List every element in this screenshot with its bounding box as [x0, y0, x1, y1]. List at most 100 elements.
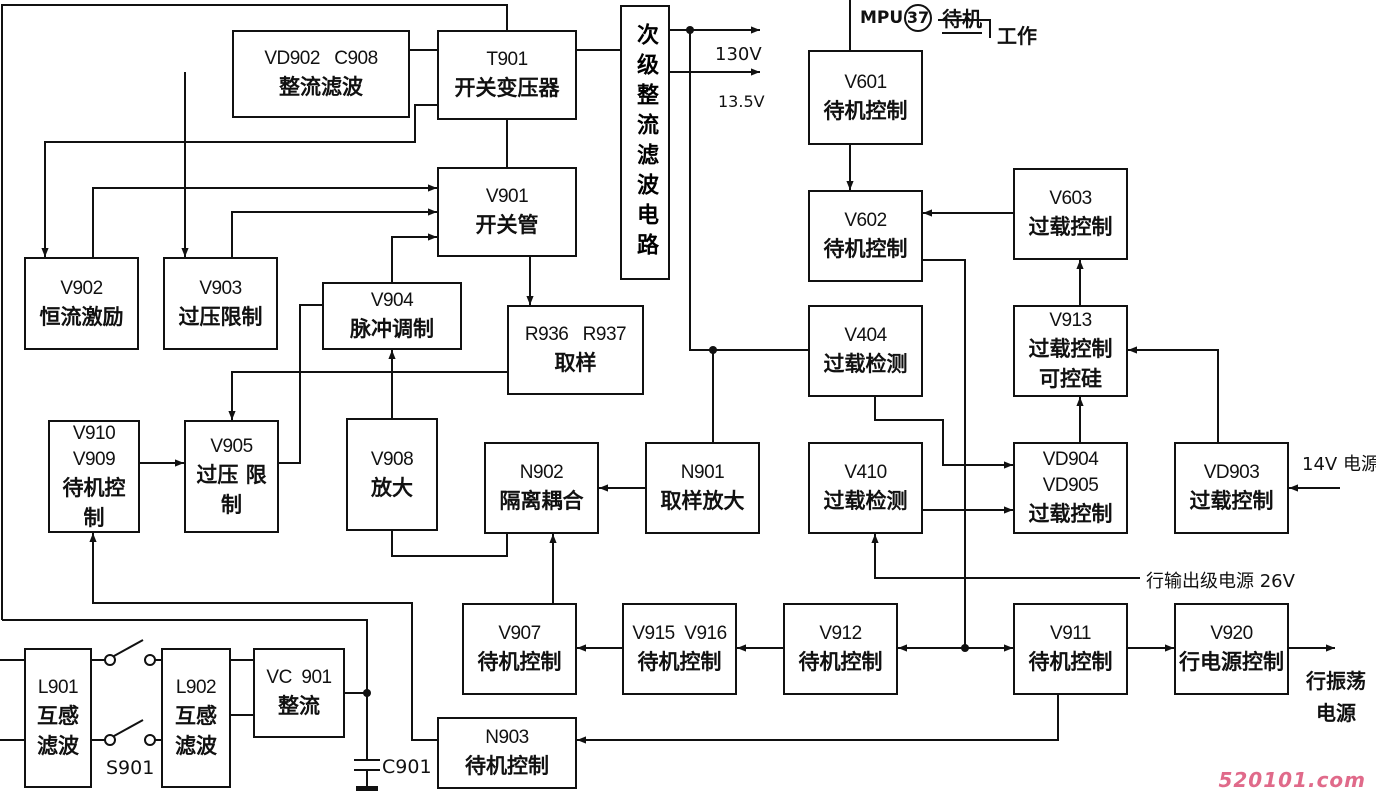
block-code: V902 — [60, 277, 103, 299]
block-code: N902 — [519, 462, 564, 483]
block-name: 待机控制 — [477, 650, 562, 674]
wire-14 — [391, 233, 437, 282]
block-t901: T901 开关变压器 — [437, 30, 577, 120]
block-code: VD903 — [1203, 462, 1260, 483]
wire-33 — [871, 534, 1140, 579]
block-code: V905 — [210, 435, 253, 457]
block-v404: V404 过载检测 — [808, 305, 923, 397]
block-v915: V915 V916 待机控制 — [622, 603, 737, 695]
watermark: 520101.com — [1218, 768, 1366, 792]
block-v601: V601 待机控制 — [808, 50, 923, 145]
block-code: T901 — [486, 49, 528, 70]
block-name: 待机控制 — [1028, 650, 1113, 674]
block-n902: N902 隔离耦合 — [484, 442, 599, 534]
block-code: V912 — [819, 623, 862, 644]
block-name: 待机控制 — [823, 237, 908, 261]
block-code: VC 901 — [266, 667, 332, 688]
block-n903: N903 待机控制 — [437, 717, 577, 789]
block-name: 待机控制 — [465, 754, 549, 778]
wire-47 — [113, 639, 144, 657]
block-code: R936 R937 — [524, 324, 627, 345]
switch-contact — [104, 734, 116, 746]
label-standby: 待机 — [942, 3, 982, 34]
wire-1 — [2, 619, 368, 693]
wire-16 — [228, 371, 507, 420]
switch-contact — [144, 654, 156, 666]
switch-contact — [104, 654, 116, 666]
block-name: 互感 滤波 — [37, 704, 79, 758]
block-name: 隔离耦合 — [499, 489, 584, 513]
block-name: 放大 — [371, 475, 413, 500]
label-line-osc-supply: 电源 — [1316, 701, 1356, 725]
block-code: L902 — [175, 677, 217, 698]
block-v602: V602 待机控制 — [808, 190, 923, 282]
block-name: 过载控制 可控硅 — [1028, 337, 1113, 391]
block-code: V404 — [844, 325, 887, 346]
wire-13 — [231, 208, 437, 257]
wire-55 — [938, 19, 991, 38]
block-l901: L901 互感 滤波 — [24, 648, 92, 788]
block-code: V908 — [370, 448, 414, 470]
block-v912: V912 待机控制 — [783, 603, 898, 695]
wire-48 — [113, 719, 144, 737]
wire-12 — [92, 184, 437, 257]
wire-31 — [874, 397, 1013, 469]
block-name: 待机控制 — [798, 650, 883, 674]
block-code: V602 — [844, 210, 887, 231]
block-code: V601 — [844, 71, 887, 93]
block-name: 待机控制 — [823, 98, 908, 123]
block-code: L901 — [37, 677, 79, 698]
block-code: V410 — [844, 462, 887, 483]
block-code: V903 — [199, 277, 242, 299]
wire-18 — [279, 304, 322, 464]
block-code: V904 — [370, 290, 414, 311]
block-name: 恒流激励 — [39, 304, 124, 329]
block-v908: V908 放大 — [346, 418, 438, 531]
wire-51 — [345, 692, 368, 760]
block-name: 待机控制 — [637, 650, 722, 674]
label-14v-supply: 14V 电源 — [1302, 454, 1376, 475]
block-name: 取样放大 — [660, 489, 745, 513]
switch-contact — [144, 734, 156, 746]
block-code: N903 — [485, 727, 529, 748]
block-code: V915 V916 — [632, 623, 727, 644]
block-name: 过载检测 — [823, 352, 908, 376]
block-name: 过载控制 — [1028, 502, 1113, 526]
block-name: 过载控制 — [1189, 489, 1274, 513]
block-code: VD902 C908 — [264, 48, 378, 69]
block-secondary: 次级整流滤波电路 — [620, 5, 670, 280]
block-name: 整流滤波 — [279, 75, 363, 99]
block-code: V901 — [485, 186, 529, 207]
wire-28 — [1128, 346, 1219, 442]
block-vd903: VD903 过载控制 — [1174, 442, 1289, 534]
junction-dot — [686, 26, 694, 34]
wire-40 — [577, 695, 1059, 744]
block-code: V920 — [1210, 623, 1253, 644]
junction-dot — [709, 346, 717, 354]
block-code: V909 — [72, 448, 116, 470]
label-mpu: MPU — [860, 8, 904, 28]
wire-20 — [391, 531, 508, 557]
block-code: V910 — [72, 422, 116, 444]
label-130v: 130V — [715, 44, 762, 65]
block-name: 互感 滤波 — [175, 704, 217, 758]
block-name: 待机控制 — [62, 475, 126, 530]
block-code: V911 — [1050, 623, 1091, 644]
block-name: 开关变压器 — [454, 76, 560, 100]
wire-30 — [923, 259, 966, 648]
block-name: 次级整流滤波电路 — [633, 22, 658, 263]
wire-10 — [41, 104, 437, 257]
